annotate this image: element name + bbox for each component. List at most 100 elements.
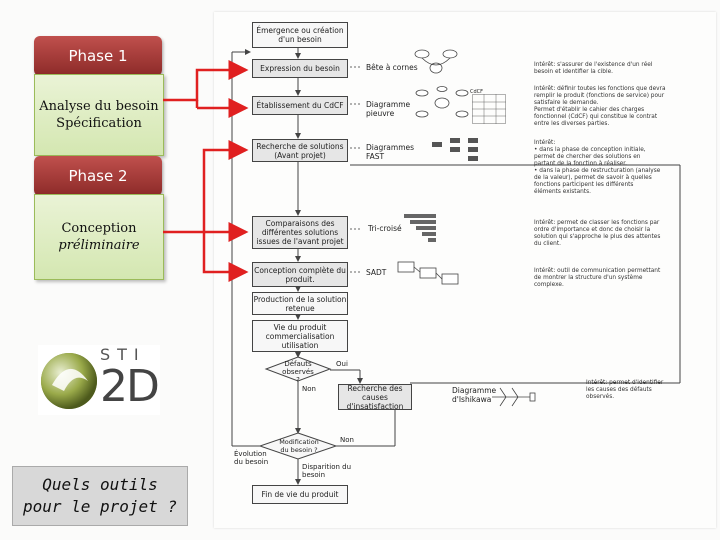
recherche-line1: Recherche de solutions [256,141,344,151]
phase1-title: Phase 1 [68,47,128,65]
box-comparaisons: Comparaisons des différentes solutions i… [252,216,348,249]
question-box: Quels outils pour le projet ? [12,466,188,526]
note-bete: Intérêt: s'assurer de l'existence d'un r… [534,62,694,76]
decision-modification: Modification du besoin ? [276,438,322,454]
modification-line1: Modification [279,438,319,446]
pieuvre-line1: Diagramme [366,100,411,109]
question-line2: pour le projet ? [22,497,178,516]
etablissement-label: Établissement du CdCF [256,101,344,110]
fast-line2: FAST [366,152,385,161]
evolution-line1: Évolution [234,450,267,458]
vie-line2: commercialisation [265,331,335,341]
note3-line2: • dans la phase de conception initiale, [534,147,646,153]
tool-tri-croise: Tri-croisé [368,224,402,233]
note5-line2: de montrer la structure d'un système [534,275,643,281]
note4-line3: solution qui s'approche le plus des atte… [534,234,661,240]
evolution-line2: du besoin [234,458,269,466]
note3-line6: de la valeur), permet de savoir à quelle… [534,175,652,181]
question-line1: Quels outils [42,475,158,494]
tool-cdcf-label: CdCF [470,89,484,95]
note-sadt: Intérêt: outil de communication permetta… [534,268,694,289]
box-conception: Conception complète du produit. [252,262,348,287]
box-emergence: Émergence ou création d'un besoin [252,22,348,48]
conception-line1: Conception complète du [254,265,346,275]
sti2d-sphere-icon [41,353,97,409]
label-non2: Non [340,436,354,444]
comparaisons-line3: issues de l'avant projet [256,237,344,246]
box-vie: Vie du produit commercialisation utilisa… [252,320,348,352]
note3-line4: partant de la fonction à réaliser. [534,161,627,167]
phase2-header: Phase 2 [34,156,162,196]
phase2-body: Conception préliminaire [34,194,164,280]
tri-croise-icon [404,214,436,242]
box-etablissement: Établissement du CdCF [252,96,348,115]
pieuvre-icon [415,86,469,118]
conception-line2: produit. [285,274,315,284]
fin-label: Fin de vie du produit [261,490,339,499]
production-line2: retenue [285,303,315,313]
vie-line1: Vie du produit [273,322,327,332]
note3-line3: permet de chercher des solutions en [534,154,641,160]
note4-line4: du client. [534,241,561,247]
box-recherche: Recherche de solutions (Avant projet) [252,139,348,162]
fast-line1: Diagrammes [366,143,415,152]
disparition-line1: Disparition du [302,463,352,471]
expression-label: Expression du besoin [260,64,340,73]
recherche-line2: (Avant projet) [274,150,326,160]
note2-line3: satisfaire le demande. [534,100,599,106]
fast-diagram-icon [432,138,478,161]
pieuvre-line2: pieuvre [366,109,395,118]
note-fast: Intérêt: • dans la phase de conception i… [534,140,694,196]
causes-line1: Recherche des causes [347,383,403,402]
note6-line2: les causes des défauts [586,387,652,393]
note3-line1: Intérêt: [534,140,556,146]
note-pieuvre: Intérêt: définir toutes les fonctions qu… [534,86,694,128]
note2-line6: entre les diverses parties. [534,121,610,127]
note-ishikawa: Intérêt: permet d'identifier les causes … [586,380,696,401]
note-tri-croise: Intérêt: permet de classer les fonctions… [534,220,694,248]
logo-2d-text: 2D [100,361,160,412]
defauts-line1: Défauts [284,360,312,368]
emergence-line1: Émergence ou création [256,26,344,35]
comparaisons-line1: Comparaisons des [265,219,335,228]
logo-sti-text: STI [100,345,146,364]
ishikawa-icon [492,387,536,407]
box-recherche-causes: Recherche des causes d'insatisfaction [338,383,412,411]
label-oui: Oui [336,360,348,368]
phase1-line1: Analyse du besoin [39,99,159,114]
tool-sadt: SADT [366,268,387,277]
note4-line2: ordre d'importance et donc de choisir la [534,227,651,233]
phase2-line2: préliminaire [58,238,140,253]
note2-line1: Intérêt: définir toutes les fonctions qu… [534,86,666,92]
tool-bete-a-cornes: Bête à cornes [366,63,418,72]
note2-line4: Permet d'établir le cahier des charges [534,107,645,113]
phase1-line2: Spécification [56,116,142,131]
note1-line2: besoin et identifier la cible. [534,69,613,75]
phase2-title: Phase 2 [68,167,128,185]
box-fin: Fin de vie du produit [252,485,348,504]
note2-line2: remplir le produit (fonctions de service… [534,93,665,99]
label-non1: Non [302,385,316,393]
box-production: Production de la solution retenue [252,292,348,315]
note3-line5: • dans la phase de restructuration (anal… [534,168,661,174]
causes-line2: d'insatisfaction [346,401,404,411]
note3-line8: éléments existants. [534,189,591,195]
comparaisons-line2: différentes solutions [261,228,339,237]
tool-fast: Diagrammes FAST [366,143,414,161]
note2-line5: fonctionnel (CdCF) qui constitue le cont… [534,114,658,120]
tool-pieuvre: Diagramme pieuvre [366,100,410,118]
note6-line3: observés. [586,394,615,400]
production-line1: Production de la solution [253,294,347,304]
ishikawa-line1: Diagramme [452,386,497,395]
ishikawa-line2: d'Ishikawa [452,395,492,404]
phase1-header: Phase 1 [34,36,162,76]
note5-line3: complexe. [534,282,564,288]
note5-line1: Intérêt: outil de communication permetta… [534,268,661,274]
modification-line2: du besoin ? [280,446,318,454]
sadt-icon [397,261,459,285]
note1-line1: Intérêt: s'assurer de l'existence d'un r… [534,62,653,68]
emergence-line2: d'un besoin [278,35,322,44]
bete-a-cornes-icon [414,49,458,74]
phase2-line1: Conception [61,221,137,236]
